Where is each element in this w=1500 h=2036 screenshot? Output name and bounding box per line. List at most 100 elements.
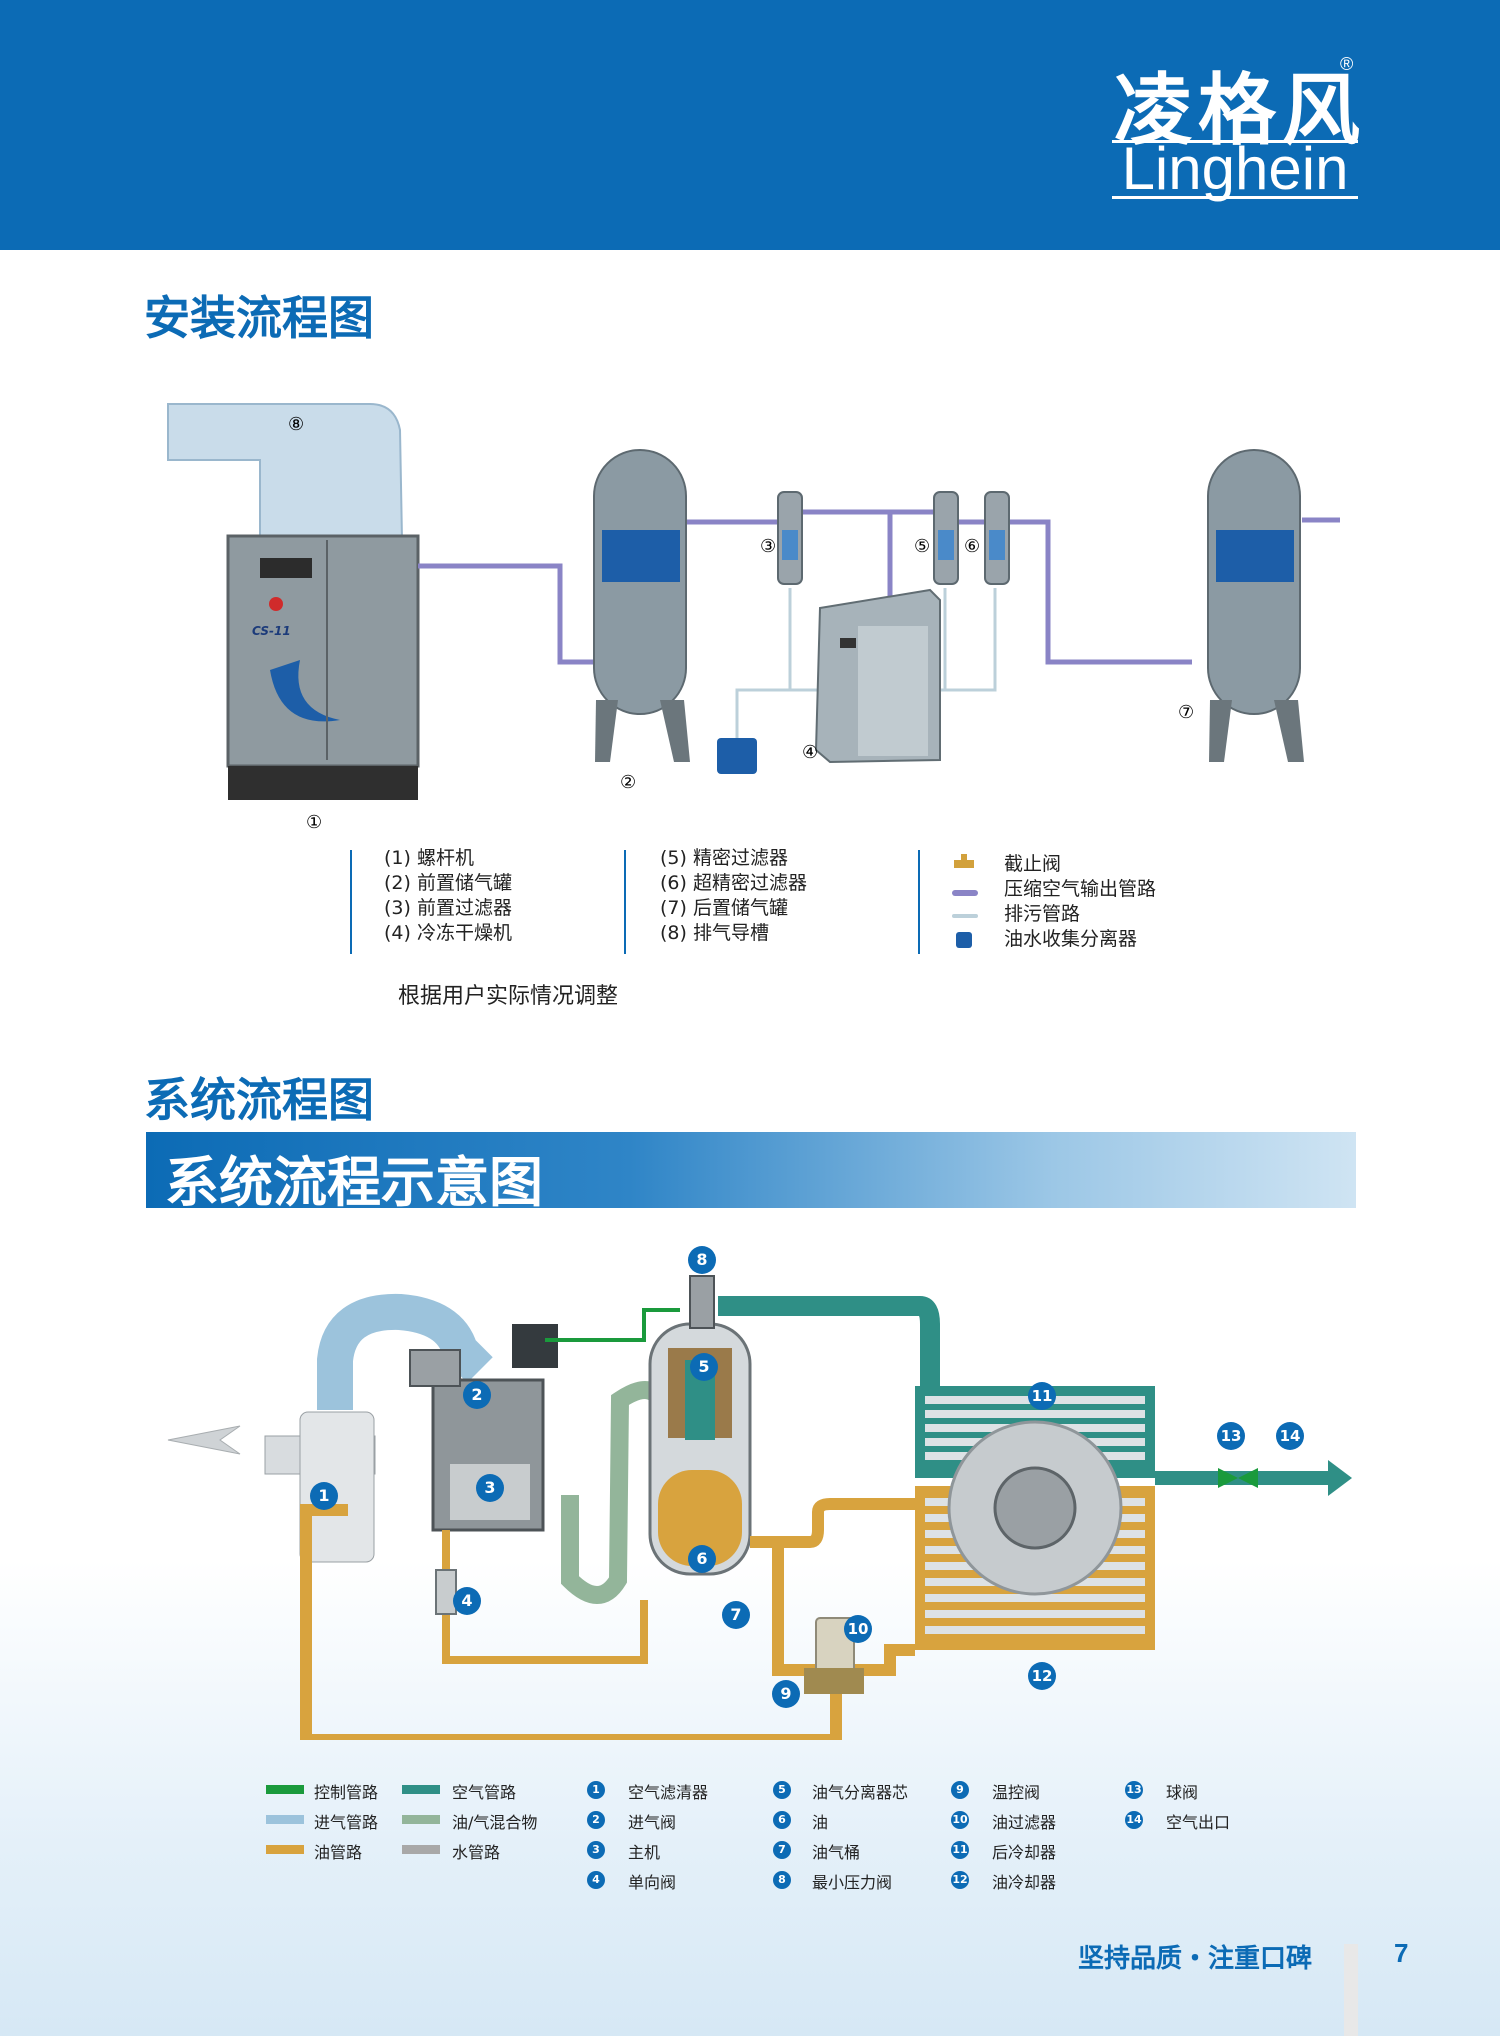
marker-1: 1: [310, 1482, 338, 1510]
marker-5: 5: [690, 1353, 718, 1381]
legend-item: (4) 冷冻干燥机: [384, 922, 512, 944]
legend-divider-3: [918, 850, 920, 954]
part-label: 油气分离器芯: [812, 1783, 909, 1802]
logo-underline: [1112, 196, 1358, 199]
part-label: 空气出口: [1166, 1813, 1231, 1832]
part-label: 油气桶: [812, 1843, 861, 1862]
separator-icon: [956, 932, 972, 948]
marker-13: 13: [1217, 1422, 1245, 1450]
part-number: 7: [773, 1841, 791, 1859]
oil-line-hot: [750, 1498, 920, 1548]
legend-swatch: [266, 1845, 304, 1854]
page-number: 7: [1394, 1938, 1409, 1968]
part-number: 9: [951, 1781, 969, 1799]
bottom-gradient: [0, 1560, 1500, 2036]
air-line: [718, 1296, 940, 1388]
check-valve: [435, 1569, 457, 1615]
install-note: 根据用户实际情况调整: [398, 984, 619, 1009]
legend-item: (7) 后置储气罐: [660, 897, 788, 919]
intake-pipe: [317, 1293, 493, 1410]
marker-7: 7: [722, 1601, 750, 1629]
marker-14: 14: [1276, 1422, 1304, 1450]
callout-8: ⑧: [288, 414, 304, 435]
legend-item: (1) 螺杆机: [384, 847, 474, 869]
legend-item: (3) 前置过滤器: [384, 897, 512, 919]
header-band: [0, 0, 1500, 250]
legend-swatch: [402, 1815, 440, 1824]
part-label: 最小压力阀: [812, 1873, 893, 1892]
legend-col-1: (1) 螺杆机 (2) 前置储气罐 (3) 前置过滤器 (4) 冷冻干燥机: [384, 846, 512, 946]
callout-2: ②: [620, 772, 636, 793]
callout-5: ⑤: [914, 536, 930, 557]
part-label: 主机: [628, 1843, 661, 1862]
pipe-legend-label: 进气管路: [314, 1813, 379, 1832]
legend-col-3: 截止阀 压缩空气输出管路 排污管路 油水收集分离器: [1004, 852, 1156, 952]
drain-line: [735, 588, 792, 744]
mixture-pipe: [561, 1381, 669, 1604]
brand-logo-en: Linghein: [1121, 135, 1349, 202]
footer-slogan: 坚持品质・注重口碑: [1078, 1944, 1313, 1974]
legend-symbols: [952, 854, 978, 948]
solenoid-valve: [512, 1324, 558, 1368]
air-filter-body: [299, 1411, 375, 1563]
part-number: 10: [951, 1811, 969, 1829]
legend-item: (6) 超精密过滤器: [660, 872, 807, 894]
callout-3: ③: [760, 536, 776, 557]
outlet-arrow: [1328, 1460, 1352, 1496]
part-label: 油冷却器: [992, 1873, 1057, 1892]
machine-model: CS-11: [252, 624, 291, 638]
part-label: 油: [812, 1813, 829, 1832]
thermostatic-valve: [804, 1668, 864, 1694]
screw-compressor: [226, 534, 420, 768]
install-title: 安装流程图: [144, 291, 374, 345]
legend-item: (2) 前置储气罐: [384, 872, 512, 894]
control-line: [545, 1308, 680, 1342]
oil-return-line: [300, 1504, 842, 1740]
pipe-legend-label: 空气管路: [452, 1783, 517, 1802]
air-line-1: [418, 563, 594, 665]
pipe-legend-label: 油/气混合物: [452, 1813, 538, 1832]
pipe-legend-label: 控制管路: [314, 1783, 379, 1802]
part-label: 球阀: [1166, 1783, 1199, 1802]
control-panel: [260, 558, 312, 578]
callout-7: ⑦: [1178, 702, 1194, 723]
legend-divider-2: [624, 850, 626, 954]
legend-divider-1: [350, 850, 352, 954]
part-number: 14: [1125, 1811, 1143, 1829]
legend-col-2: (5) 精密过滤器 (6) 超精密过滤器 (7) 后置储气罐 (8) 排气导槽: [660, 846, 807, 946]
part-number: 13: [1125, 1781, 1143, 1799]
marker-9: 9: [772, 1680, 800, 1708]
system-title: 系统流程图: [144, 1073, 374, 1127]
system-banner-text: 系统流程示意图: [165, 1151, 543, 1214]
air-pipe-icon: [952, 890, 978, 896]
marker-10: 10: [844, 1615, 872, 1643]
legend-item: (8) 排气导槽: [660, 922, 769, 944]
marker-4: 4: [453, 1587, 481, 1615]
part-number: 6: [773, 1811, 791, 1829]
compressor-base: [228, 766, 418, 800]
part-label: 进气阀: [628, 1813, 677, 1832]
legend-swatch: [266, 1785, 304, 1794]
legend-item: (5) 精密过滤器: [660, 847, 788, 869]
part-number: 3: [587, 1841, 605, 1859]
callout-4: ④: [802, 742, 818, 763]
part-number: 11: [951, 1841, 969, 1859]
logo-divider: [1112, 140, 1358, 143]
install-diagram: CS-11 ⑧ ① ② ③ ④ ⑤ ⑥ ⑦: [167, 403, 1340, 833]
part-number: 4: [587, 1871, 605, 1889]
marker-11: 11: [1028, 1382, 1056, 1410]
marker-8: 8: [688, 1246, 716, 1274]
part-number: 8: [773, 1871, 791, 1889]
legend-item: 截止阀: [1004, 853, 1062, 875]
legend-item: 压缩空气输出管路: [1004, 878, 1157, 900]
page-edge-bar: [1344, 1944, 1358, 2036]
inlet-arrow: [167, 1425, 241, 1455]
marker-12: 12: [1028, 1662, 1056, 1690]
gate-valve-icon: [954, 860, 974, 868]
part-number: 5: [773, 1781, 791, 1799]
part-number: 2: [587, 1811, 605, 1829]
part-label: 空气滤清器: [628, 1783, 709, 1802]
part-number: 12: [951, 1871, 969, 1889]
pipe-legend-label: 水管路: [452, 1843, 501, 1862]
stop-button: [269, 597, 283, 611]
